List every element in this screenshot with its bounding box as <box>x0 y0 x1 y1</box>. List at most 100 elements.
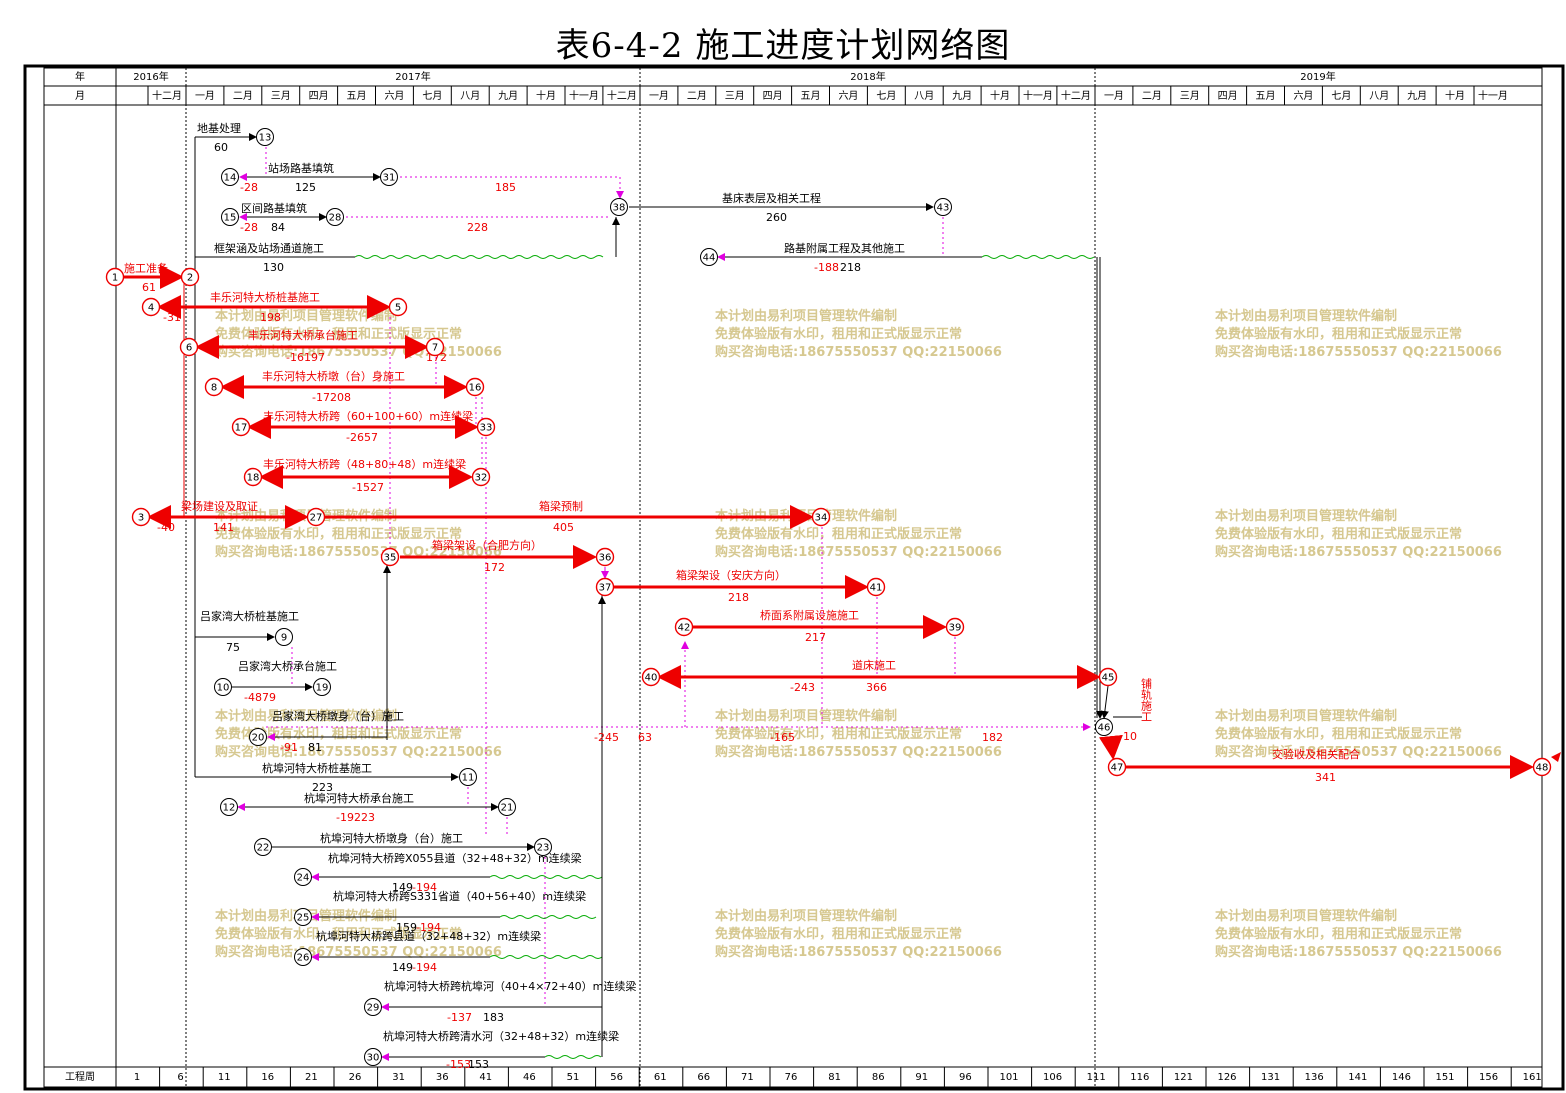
node-circle <box>131 507 151 527</box>
month-cell: 十一月 <box>1023 89 1053 102</box>
activity-duration: -4879 <box>244 691 276 704</box>
node-circle <box>866 577 886 597</box>
activity-label: 基床表层及相关工程 <box>722 191 821 205</box>
activity-arrow <box>1100 685 1109 719</box>
node-label: 31 <box>383 173 396 184</box>
activity-duration: -16197 <box>286 351 325 364</box>
month-label: 月 <box>75 90 85 102</box>
node-circle <box>243 467 263 487</box>
float-wave <box>489 875 603 879</box>
watermark-line: 本计划由易利项目管理软件编制 <box>215 708 397 724</box>
watermark-line: 本计划由易利项目管理软件编制 <box>715 908 897 924</box>
activity-label: 吕家湾大桥桩基施工 <box>200 609 299 623</box>
watermark-line: 本计划由易利项目管理软件编制 <box>1215 508 1397 524</box>
activity-label: 丰乐河特大桥墩（台）身施工 <box>262 369 405 383</box>
activity-label: 丰乐河特大桥桩基施工 <box>210 290 320 304</box>
week-cell: 101 <box>999 1072 1018 1083</box>
activity-duration: 198 <box>260 311 281 324</box>
activity-label: 杭埠河特大桥跨杭埠河（40+4×72+40）m连续梁 <box>384 979 636 993</box>
node-circle <box>254 838 272 856</box>
week-cell: 156 <box>1479 1072 1498 1083</box>
watermark-line: 免费体验版有水印，租用和正式版显示正常 <box>1215 526 1462 542</box>
week-cell: 76 <box>785 1072 798 1083</box>
node-label: 43 <box>937 203 950 214</box>
month-cell: 十月 <box>536 89 556 102</box>
activity-label: 杭埠河特大桥跨S331省道（40+56+40）m连续梁 <box>333 889 586 903</box>
node-circle <box>641 667 661 687</box>
node-circle <box>220 798 238 816</box>
activity-duration: 223 <box>312 781 333 794</box>
activity-duration: 153 <box>468 1058 489 1071</box>
node-circle <box>141 297 161 317</box>
week-cell: 136 <box>1305 1072 1324 1083</box>
month-cell: 三月 <box>725 90 745 102</box>
activity-label: 杭埠河特大桥桩基施工 <box>262 761 372 775</box>
week-cell: 36 <box>436 1072 449 1083</box>
node-label: 18 <box>247 473 260 484</box>
activity-duration: 260 <box>766 211 787 224</box>
node-label: 4 <box>148 303 154 314</box>
watermark-line: 免费体验版有水印，租用和正式版显示正常 <box>215 726 462 742</box>
watermark-line: 本计划由易利项目管理软件编制 <box>1215 708 1397 724</box>
node-circle <box>249 728 267 746</box>
node-circle <box>1107 757 1127 777</box>
activity-duration: 141 <box>213 521 234 534</box>
week-cell: 121 <box>1174 1072 1193 1083</box>
watermark-line: 免费体验版有水印，租用和正式版显示正常 <box>715 726 962 742</box>
week-cell: 106 <box>1043 1072 1062 1083</box>
activity-duration: 183 <box>483 1011 504 1024</box>
node-circle <box>221 168 239 186</box>
activity-duration: 130 <box>263 261 284 274</box>
node-circle <box>1095 718 1113 736</box>
month-cell: 六月 <box>1293 90 1313 102</box>
node-label: 10 <box>217 683 230 694</box>
node-circle <box>1098 667 1118 687</box>
node-label: 34 <box>815 513 828 524</box>
activity-duration: 366 <box>866 681 887 694</box>
activity-duration: 149 <box>392 881 413 894</box>
month-cell: 七月 <box>876 90 896 102</box>
node-circle <box>180 267 200 287</box>
float-lines <box>354 255 1095 1059</box>
month-cell: 九月 <box>498 90 518 102</box>
month-cell: 一月 <box>195 90 215 102</box>
node-circle <box>313 678 331 696</box>
node-label: 5 <box>395 303 401 314</box>
node-circle <box>221 208 239 226</box>
node-circle <box>105 267 125 287</box>
node-circle <box>364 998 382 1016</box>
month-cell: 一月 <box>649 90 669 102</box>
week-cell: 1 <box>134 1072 140 1083</box>
week-cell: 141 <box>1348 1072 1367 1083</box>
activity-float: -153 <box>446 1058 471 1071</box>
float-wave <box>981 255 1095 259</box>
month-cell: 十月 <box>990 89 1010 102</box>
month-cell: 八月 <box>914 90 934 102</box>
page-title: 表6-4-2 施工进度计划网络图 <box>555 26 1011 66</box>
activity-float: -28 <box>240 181 258 194</box>
month-row: 一月二月三月四月五月六月七月八月九月十月十一月十二月一月二月三月四月五月六月七月… <box>147 86 1508 105</box>
activity-label: 区间路基填筑 <box>241 201 307 215</box>
node-label: 45 <box>1102 673 1115 684</box>
activity-duration: 61 <box>142 281 156 294</box>
activity-label: 箱梁架设（合肥方向） <box>432 538 542 552</box>
node-label: 12 <box>223 803 236 814</box>
activity-duration: 218 <box>840 261 861 274</box>
activity-label: 桥面系附属设施施工 <box>760 608 859 622</box>
month-cell: 一月 <box>1104 90 1124 102</box>
node-label: 2 <box>187 273 193 284</box>
activity-arrows <box>124 133 1534 1061</box>
node-circle <box>465 377 485 397</box>
week-cell: 11 <box>218 1072 231 1083</box>
watermark-line: 购买咨询电话:18675550537 QQ:22150066 <box>215 944 502 960</box>
activity-label: 杭埠河特大桥跨清水河（32+48+32）m连续梁 <box>383 1029 619 1043</box>
frame-outer <box>23 64 1565 1091</box>
node-circle <box>380 547 400 567</box>
year-2018: 2018年 <box>850 70 885 83</box>
end-flag-icon <box>1551 752 1561 762</box>
week-cell: 146 <box>1392 1072 1411 1083</box>
month-cell: 五月 <box>347 90 367 102</box>
month-cell: 五月 <box>1256 90 1276 102</box>
node-circle <box>231 417 251 437</box>
